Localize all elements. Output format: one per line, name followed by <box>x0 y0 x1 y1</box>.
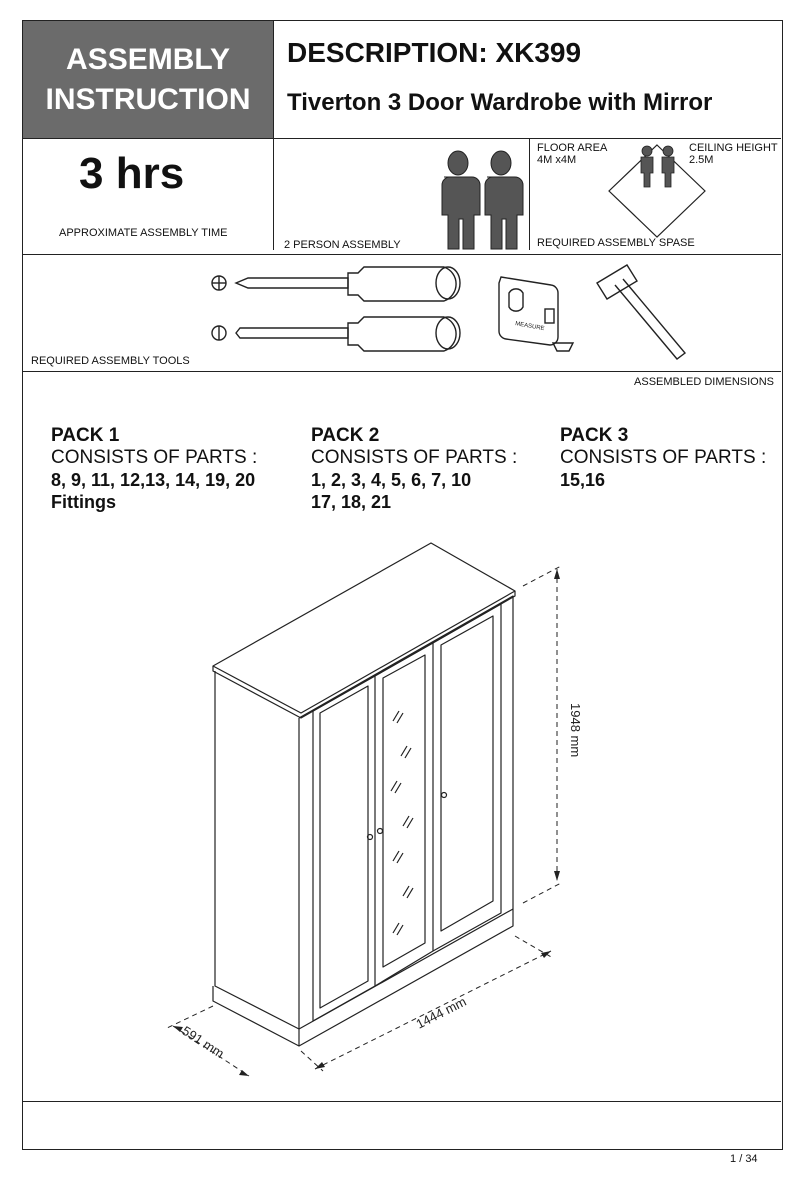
pack-parts-extra: 17, 18, 21 <box>311 492 392 512</box>
floor-area-value: 4M x4M <box>537 154 577 166</box>
divider <box>23 254 781 255</box>
page-number: 1 <box>730 1153 737 1165</box>
pack-parts: 15,16 <box>560 470 606 490</box>
divider <box>23 371 781 372</box>
pack-2: PACK 2 CONSISTS OF PARTS : 1, 2, 3, 4, 5… <box>311 425 517 513</box>
assembly-instruction-badge: ASSEMBLY INSTRUCTION <box>23 21 273 138</box>
screwdrivers-icon <box>211 266 461 352</box>
floor-space-diamond-icon <box>608 144 706 238</box>
ceiling-height-block: CEILING HEIGHT 2.5M <box>689 142 778 166</box>
page-frame: ASSEMBLY INSTRUCTION DESCRIPTION: XK399 T… <box>22 20 783 1150</box>
pack-subtitle: CONSISTS OF PARTS : <box>51 447 258 468</box>
divider <box>23 138 781 139</box>
assembled-dimensions-label: ASSEMBLED DIMENSIONS <box>634 376 774 388</box>
pack-title: PACK 3 <box>560 425 629 446</box>
two-person-icon <box>441 150 524 250</box>
tools-label: REQUIRED ASSEMBLY TOOLS <box>31 355 190 367</box>
height-dimension: 1948 mm <box>568 703 583 757</box>
pack-parts: 1, 2, 3, 4, 5, 6, 7, 10 <box>311 470 472 490</box>
pack-subtitle: CONSISTS OF PARTS : <box>311 447 518 468</box>
product-name: Tiverton 3 Door Wardrobe with Mirror <box>287 89 713 116</box>
floor-area-label: FLOOR AREA <box>537 142 608 154</box>
wardrobe-drawing: 1948 mm 1444 mm 591 mm <box>164 542 583 1077</box>
depth-dimension: 591 mm <box>179 1023 227 1061</box>
badge-line2: INSTRUCTION <box>45 82 251 116</box>
tape-measure-icon: MEASURE <box>498 276 575 352</box>
divider <box>273 21 274 250</box>
assembly-time-label: APPROXIMATE ASSEMBLY TIME <box>59 227 228 239</box>
divider <box>23 1101 781 1102</box>
pack-subtitle: CONSISTS OF PARTS : <box>560 447 767 468</box>
pack-1: PACK 1 CONSISTS OF PARTS : 8, 9, 11, 12,… <box>51 425 257 513</box>
divider <box>529 138 530 250</box>
hammer-icon <box>596 264 687 360</box>
description-title: DESCRIPTION: XK399 <box>287 37 582 68</box>
width-dimension: 1444 mm <box>414 994 469 1032</box>
person-assembly-label: 2 PERSON ASSEMBLY <box>284 239 401 251</box>
assembly-space-label: REQUIRED ASSEMBLY SPASE <box>537 237 695 249</box>
ceiling-height-label: CEILING HEIGHT <box>689 142 778 154</box>
floor-area-block: FLOOR AREA 4M x4M <box>537 142 607 166</box>
page-total: 34 <box>745 1153 758 1165</box>
page-separator: / <box>739 1153 743 1165</box>
badge-line1: ASSEMBLY <box>66 42 230 76</box>
pack-3: PACK 3 CONSISTS OF PARTS : 15,16 <box>560 425 766 491</box>
tape-brand-text: MEASURE <box>515 321 545 332</box>
assembly-time-value: 3 hrs <box>79 149 185 198</box>
pack-parts: 8, 9, 11, 12,13, 14, 19, 20 <box>51 470 256 490</box>
ceiling-height-value: 2.5M <box>689 154 714 166</box>
pack-parts-extra: Fittings <box>51 492 116 512</box>
page-indicator: 1 / 34 <box>730 1153 758 1165</box>
pack-title: PACK 2 <box>311 425 380 446</box>
pack-title: PACK 1 <box>51 425 120 446</box>
